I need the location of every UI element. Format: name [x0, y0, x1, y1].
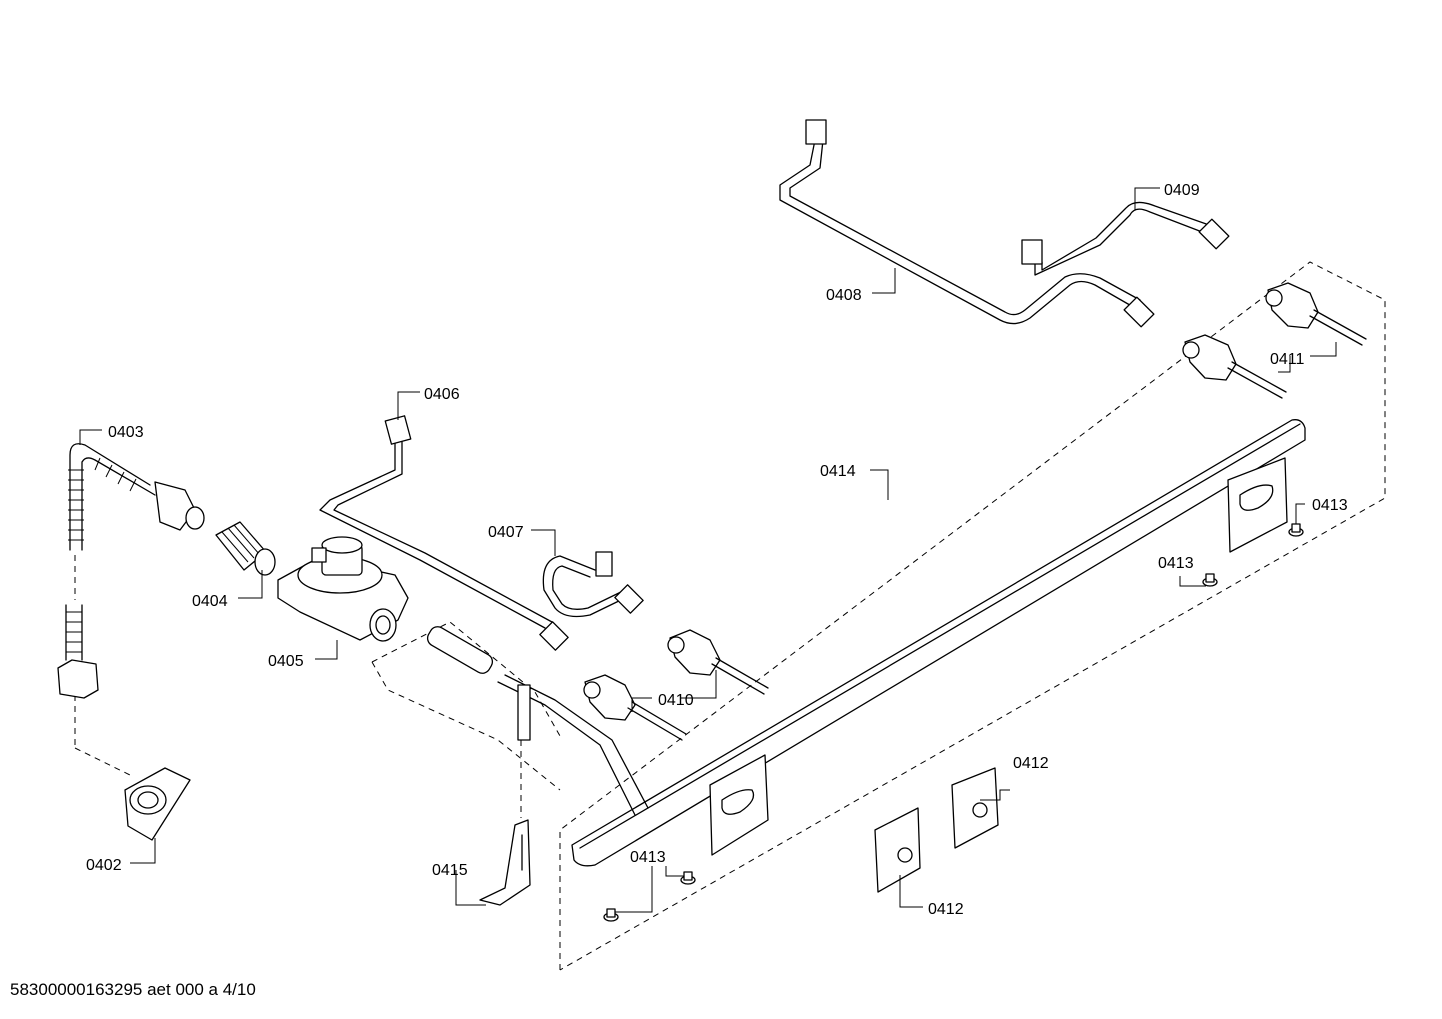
module-0412-part: [874, 767, 999, 893]
document-footer-code: 58300000163295 aet 000 a 4/10: [10, 980, 256, 999]
bracket-0415-part: [479, 819, 531, 906]
label-0410: 0410: [658, 692, 694, 709]
label-0414: 0414: [820, 463, 856, 480]
tube-0406-part: [319, 415, 569, 651]
label-0412-lower: 0412: [928, 901, 964, 918]
label-0408: 0408: [826, 287, 862, 304]
label-0412-upper: 0412: [1013, 755, 1049, 772]
fitting-part: [215, 521, 276, 576]
connector-dash-0402b: [74, 747, 131, 776]
group-outline-valves: [559, 261, 1386, 971]
group-outline-bracket: [371, 621, 561, 791]
manifold-rail-part: [426, 419, 1306, 867]
label-0404: 0404: [192, 593, 228, 610]
label-0413-right: 0413: [1312, 497, 1348, 514]
leader-lines: [79, 187, 1337, 913]
regulator-part: [277, 536, 409, 642]
label-0402: 0402: [86, 857, 122, 874]
flex-hose-part: [57, 443, 205, 699]
label-0403: 0403: [108, 424, 144, 441]
label-0413-middle: 0413: [1158, 555, 1194, 572]
label-0407: 0407: [488, 524, 524, 541]
valve-0410-part: [583, 629, 769, 741]
tube-0407-part: [542, 551, 644, 618]
inlet-part: [124, 767, 191, 841]
screw-0413-part: [603, 523, 1304, 922]
label-0413-lower: 0413: [630, 849, 666, 866]
valve-0411-part: [1182, 282, 1367, 399]
label-0411: 0411: [1270, 351, 1305, 368]
label-0415: 0415: [432, 862, 468, 879]
label-0405: 0405: [268, 653, 304, 670]
tube-0409-part: [1021, 201, 1230, 276]
label-0406: 0406: [424, 386, 460, 403]
label-0409: 0409: [1164, 182, 1200, 199]
tube-0408-part: [779, 119, 1155, 328]
